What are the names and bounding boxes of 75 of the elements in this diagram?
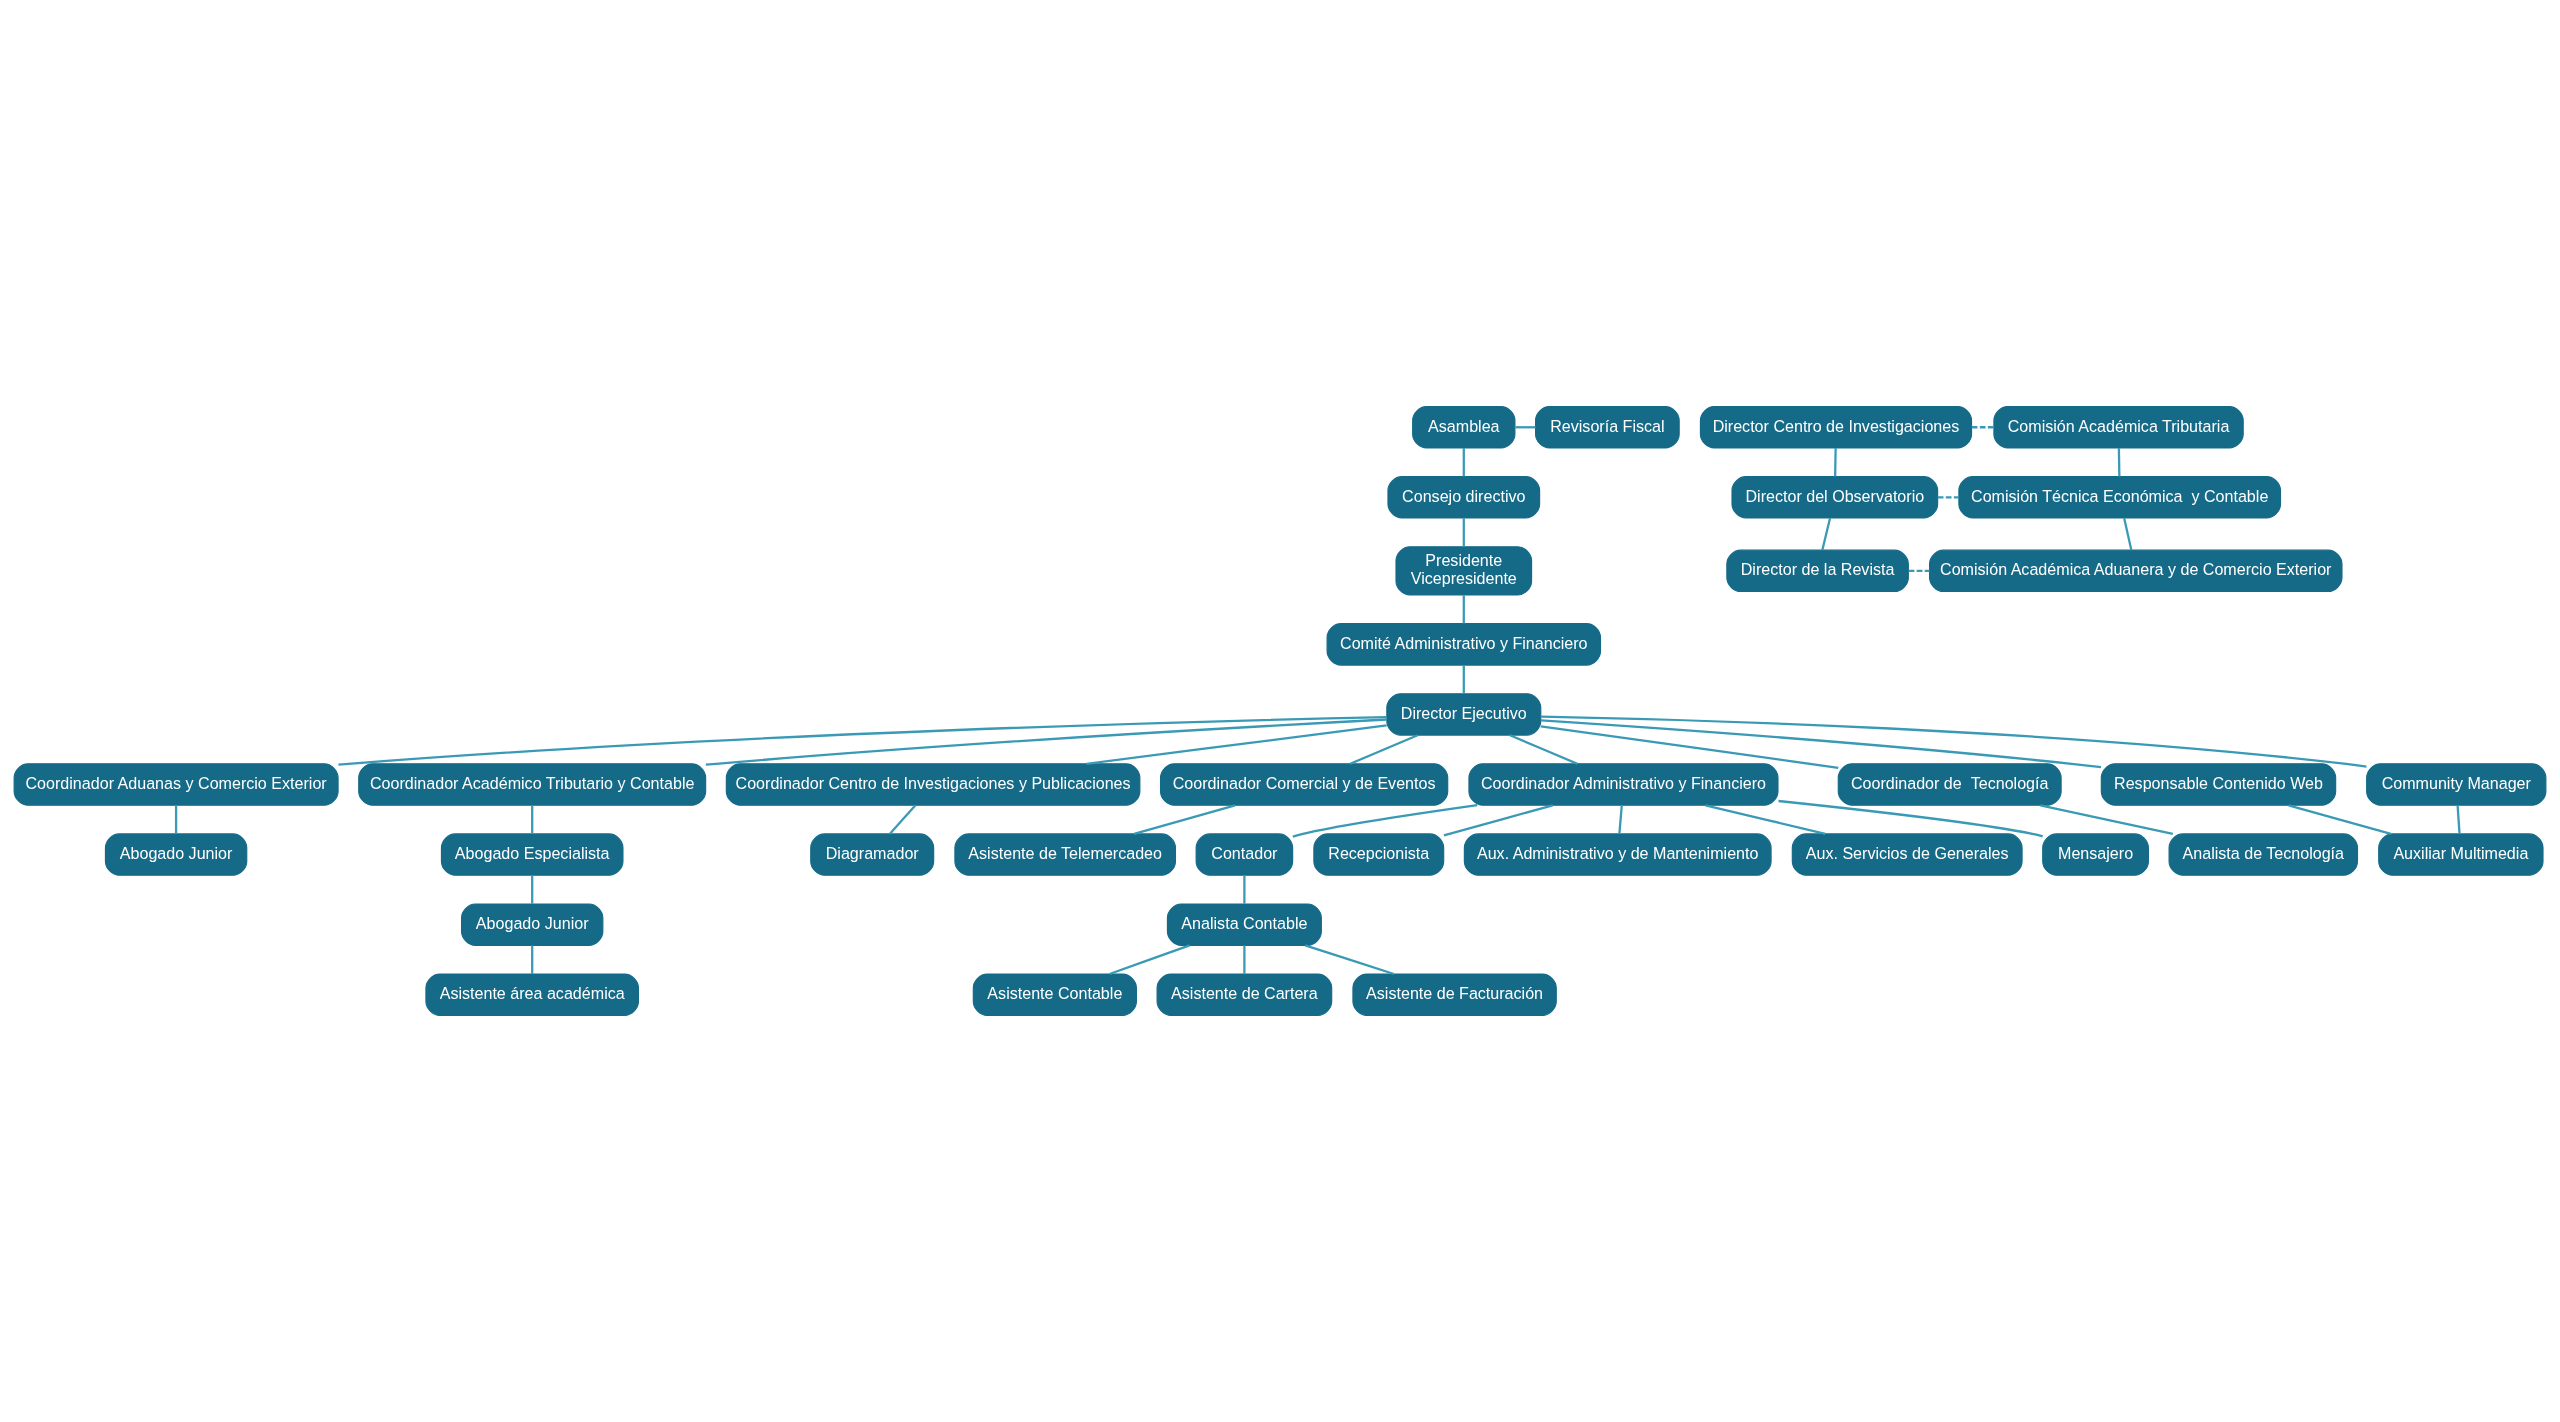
connector	[1618, 805, 1623, 834]
connector	[1540, 715, 2367, 768]
connector	[1462, 448, 1465, 477]
node-box: Coordinador Aduanas y Comercio Exterior	[13, 763, 339, 806]
connector	[2288, 804, 2392, 835]
connector	[1462, 665, 1465, 694]
node-box: Director Ejecutivo	[1386, 693, 1542, 736]
connector	[1515, 426, 1536, 429]
connector	[1133, 804, 1236, 835]
node-box: Community Manager	[2366, 763, 2547, 806]
node-box: Asistente área académica	[425, 973, 640, 1016]
connector	[1462, 595, 1465, 624]
connector	[1821, 518, 1832, 551]
node-box: Coordinador de Tecnología	[1837, 763, 2062, 806]
node-box: Director del Observatorio	[1731, 476, 1939, 519]
node-box: Contador	[1195, 833, 1294, 876]
connector	[1541, 719, 2102, 769]
node-box: Comisión Académica Tributaria	[1993, 406, 2244, 449]
connector	[531, 875, 534, 904]
node-box: Asistente de Telemercadeo	[954, 833, 1177, 876]
connector	[889, 804, 917, 835]
node-box: Coordinador Comercial y de Eventos	[1159, 763, 1449, 806]
connector	[531, 945, 534, 974]
connector	[1971, 426, 1994, 429]
node-box: Aux. Servicios de Generales	[1791, 833, 2023, 876]
node-box: Revisoría Fiscal	[1535, 406, 1680, 449]
connector	[1834, 448, 1837, 477]
node-box: Asistente Contable	[972, 973, 1137, 1016]
node-box: Coordinador Académico Tributario y Contable	[358, 763, 707, 806]
connector	[1243, 945, 1246, 974]
node-box: Abogado Especialista	[440, 833, 624, 876]
connector	[1937, 496, 1959, 499]
node-box: Coordinador Administrativo y Financiero	[1468, 763, 1779, 806]
node-box: Asistente de Cartera	[1156, 973, 1333, 1016]
connector	[1908, 569, 1930, 572]
connector	[1349, 734, 1419, 765]
node-box: Mensajero	[2042, 833, 2149, 876]
connector	[174, 805, 178, 834]
node-box: Director Centro de Investigaciones	[1699, 406, 1973, 449]
connector	[1243, 875, 1246, 904]
connector	[1462, 518, 1465, 547]
connector	[1304, 944, 1395, 976]
connector	[1778, 799, 2043, 838]
connector	[1705, 804, 1826, 835]
node-box: Diagramador	[810, 833, 935, 876]
connector	[2123, 518, 2133, 551]
connector	[1443, 804, 1553, 837]
node-box: Responsable Contenido Web	[2100, 763, 2337, 806]
connector	[1540, 725, 1839, 769]
connector	[1292, 804, 1478, 838]
node-box: Analista Contable	[1166, 903, 1322, 946]
connector	[1509, 734, 1578, 765]
node-box: Recepcionista	[1313, 833, 1445, 876]
connector	[2117, 448, 2121, 477]
connector	[705, 718, 1387, 766]
node-box: Aux. Administrativo y de Mantenimiento	[1463, 833, 1772, 876]
connector	[1086, 724, 1387, 765]
connector	[2456, 805, 2461, 834]
node-box: Comisión Técnica Económica y Contable	[1958, 476, 2282, 519]
node-box: Comisión Académica Aduanera y de Comercio Exterior	[1929, 549, 2343, 593]
node-box: Abogado Junior	[104, 833, 248, 876]
node-box: Analista de Tecnología	[2168, 833, 2359, 876]
connector	[2040, 804, 2174, 835]
node-box: Comité Administrativo y Financiero	[1326, 623, 1602, 666]
node-box: Consejo directivo	[1387, 476, 1541, 519]
node-box: Presidente Vicepresidente	[1395, 546, 1533, 596]
node-box: Coordinador Centro de Investigaciones y Publicaciones	[725, 763, 1141, 806]
connector	[1109, 944, 1190, 976]
connector	[531, 805, 534, 834]
node-box: Asistente de Facturación	[1352, 973, 1557, 1016]
node-box: Director de la Revista	[1726, 549, 1909, 593]
node-box: Auxiliar Multimedia	[2378, 833, 2544, 876]
node-box: Abogado Junior	[460, 903, 604, 946]
connector	[338, 715, 1387, 766]
node-box: Asamblea	[1412, 406, 1516, 449]
